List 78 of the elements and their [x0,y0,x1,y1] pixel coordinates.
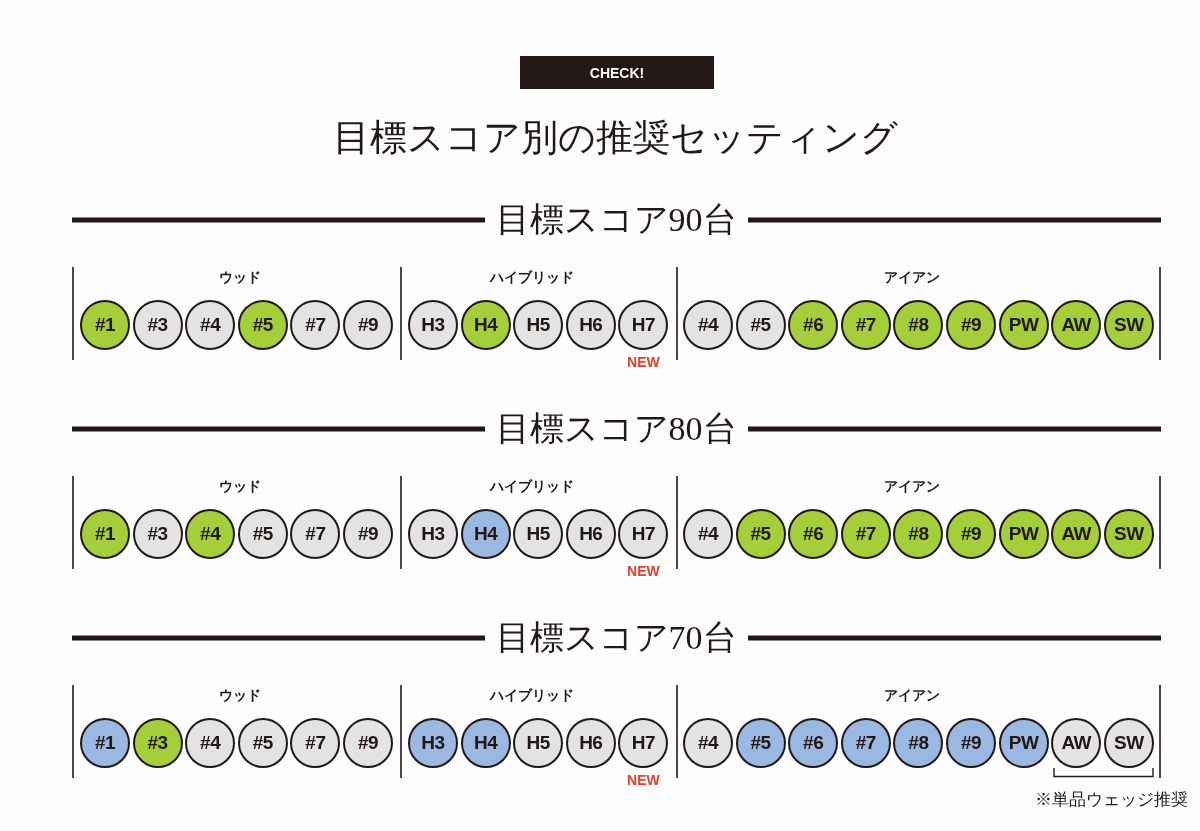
club-circle: H4 [460,509,511,559]
section-heading: 目標スコア90台 [494,200,738,240]
club-circle: #8 [893,509,944,559]
club-circle: #7 [290,718,341,768]
club-circle: H6 [565,300,616,350]
club-circle: #7 [290,509,341,559]
club-circle: #6 [788,718,839,768]
club-circle: #9 [343,300,393,350]
club-circle: #7 [290,300,341,350]
group-label: ウッド [218,268,262,286]
club-circle: H5 [513,509,564,559]
club-circle: #7 [840,718,891,768]
club-circle: H6 [565,509,616,559]
club-circle: #7 [840,300,891,350]
club-circle: PW [998,300,1049,350]
club-circle: #1 [80,718,130,768]
new-tag: NEW [613,353,674,371]
group-label: ハイブリッド [488,477,575,495]
club-circle: #8 [893,300,944,350]
club-circle: #4 [683,718,733,768]
group-label: ウッド [218,477,262,495]
club-circle: #5 [735,300,786,350]
club-circle: #1 [80,509,130,559]
group-label: ウッド [218,686,262,704]
club-circle: #6 [788,300,839,350]
check-banner: CHECK! [520,56,714,89]
club-circle: H5 [513,300,564,350]
club-circle: #6 [788,509,839,559]
group-label: ハイブリッド [488,268,575,286]
club-circle: AW [1051,718,1102,768]
club-circle: H4 [460,300,511,350]
club-circle: H4 [460,718,511,768]
club-circle: #9 [343,509,393,559]
club-circle: #9 [343,718,393,768]
club-circle: #5 [237,300,288,350]
club-circle: H5 [513,718,564,768]
club-circle: SW [1103,718,1154,768]
group-label: ハイブリッド [488,686,575,704]
club-circle: H3 [408,509,458,559]
note-text: ※単品ウェッジ推奨 [1033,789,1189,811]
club-circle: H6 [565,718,616,768]
club-circle: #4 [185,718,236,768]
club-circle: #9 [946,300,996,350]
club-circle: H3 [408,718,458,768]
club-circle: #9 [946,718,996,768]
club-circle: #4 [683,300,733,350]
club-circle: SW [1103,300,1154,350]
club-circle: #5 [735,509,786,559]
club-circle: #4 [185,300,236,350]
club-circle: #4 [683,509,733,559]
group-label: アイアン [883,477,941,495]
club-circle: #3 [132,509,183,559]
club-circle: AW [1051,509,1102,559]
title: 目標スコア別の推奨セッティング [331,116,899,160]
club-circle: SW [1103,509,1154,559]
club-circle: PW [998,718,1049,768]
club-circle: #7 [840,509,891,559]
club-circle: H7 [618,718,669,768]
club-circle: #5 [735,718,786,768]
club-circle: H7 [618,300,669,350]
club-circle: #5 [237,718,288,768]
group-label: アイアン [883,268,941,286]
new-tag: NEW [613,771,674,789]
club-circle: H3 [408,300,458,350]
club-circle: #5 [237,509,288,559]
club-circle: #4 [185,509,236,559]
new-tag: NEW [613,562,674,580]
club-circle: #9 [946,509,996,559]
section-heading: 目標スコア80台 [494,409,738,449]
group-label: アイアン [883,686,941,704]
club-circle: #8 [893,718,944,768]
section-heading: 目標スコア70台 [494,618,738,658]
club-circle: #3 [132,300,183,350]
club-circle: #3 [132,718,183,768]
club-circle: #1 [80,300,130,350]
club-circle: H7 [618,509,669,559]
club-circle: AW [1051,300,1102,350]
club-circle: PW [998,509,1049,559]
